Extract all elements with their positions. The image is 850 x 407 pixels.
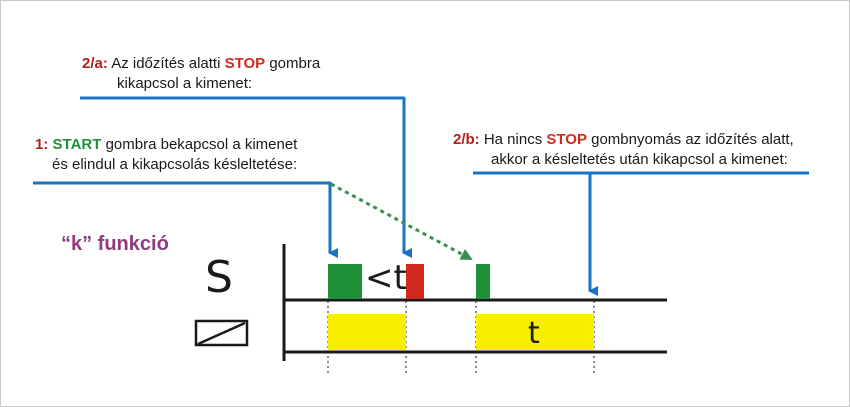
callout-1-line: [33, 181, 338, 258]
note-2b-stop-keyword: STOP: [546, 131, 587, 148]
note-2a-stop-keyword: STOP: [224, 55, 266, 72]
callout-2b-line: [473, 171, 809, 296]
function-title: “k” funkció: [61, 233, 169, 255]
short-pulse-label: <t: [365, 258, 407, 298]
start-pulse-1: [328, 264, 362, 299]
note-2a: 2/a: Az időzítés alatti STOP gombra kika…: [82, 54, 320, 94]
note-2b-text-after: gombnyomás az időzítés alatt,: [591, 131, 794, 148]
delay-label: t: [528, 316, 540, 351]
dotted-green-arrow: [330, 182, 473, 261]
callout-2a-line: [80, 96, 412, 258]
note-1-start-keyword: START: [52, 136, 102, 153]
note-2b-line2: akkor a késleltetés után kikapcsol a kim…: [491, 151, 788, 168]
start-pulse-2: [476, 264, 490, 299]
note-2b-tag: 2/b:: [453, 131, 480, 148]
output-on-1: [328, 314, 406, 350]
relay-coil-icon: [194, 319, 249, 347]
stop-pulse: [406, 264, 424, 299]
note-2a-text-after: gombra: [269, 55, 321, 72]
note-1-line2: és elindul a kikapcsolás késleltetése:: [52, 156, 298, 173]
note-2a-text-before: Az időzítés alatti: [111, 55, 221, 72]
note-1-text-after: gombra bekapcsol a kimenet: [105, 136, 298, 153]
note-1-tag: 1:: [35, 136, 49, 153]
output-on-2: [476, 314, 594, 350]
note-2b-text-before: Ha nincs: [483, 131, 543, 148]
note-1: 1: START gombra bekapcsol a kimenet és e…: [35, 135, 297, 175]
note-2b: 2/b: Ha nincs STOP gombnyomás az időzíté…: [453, 130, 794, 170]
note-2a-tag: 2/a:: [82, 55, 108, 72]
note-2a-line2: kikapcsol a kimenet:: [117, 75, 253, 92]
input-signal-label: S: [205, 252, 233, 303]
